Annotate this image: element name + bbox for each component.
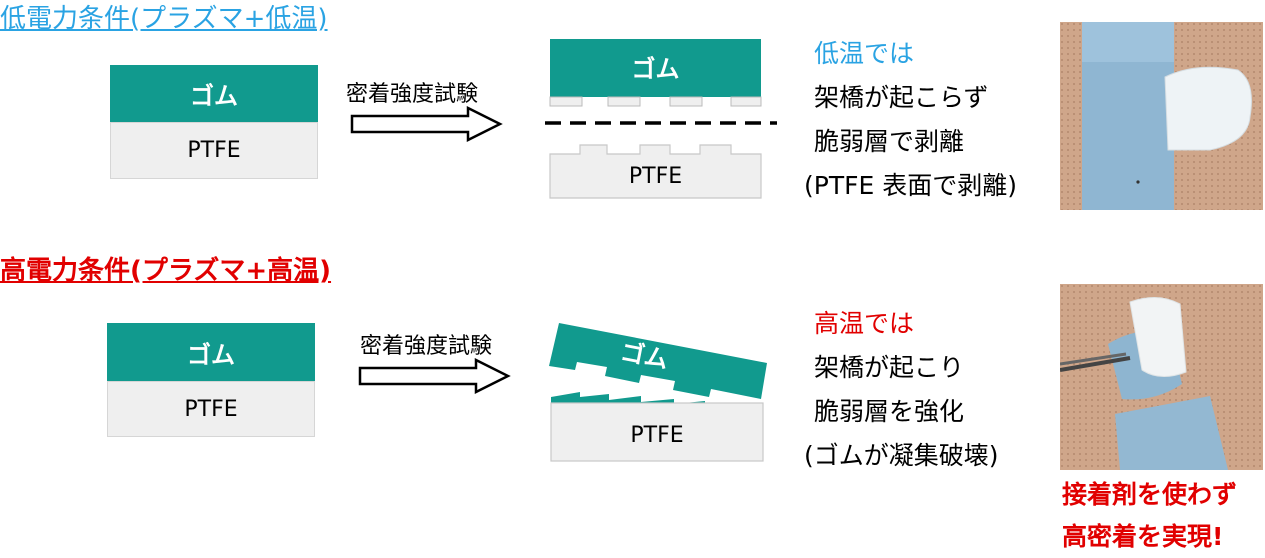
high-after-ptfe-label: PTFE	[630, 422, 684, 448]
high-after-diagram	[549, 323, 767, 462]
high-desc-line-1: 高温では	[814, 309, 915, 338]
high-power-title: 高電力条件(プラズマ+高温)	[0, 256, 332, 286]
high-test-arrow-icon	[358, 358, 511, 394]
low-power-title: 低電力条件(プラズマ+低温)	[0, 4, 328, 34]
high-description: 高温では 架橋が起こり 脆弱層を強化 (ゴムが凝集破壊)	[804, 302, 999, 478]
high-after-rubber-block	[549, 323, 767, 399]
low-after-ptfe-label: PTFE	[628, 163, 683, 189]
high-desc-line-3: 脆弱層を強化	[814, 397, 965, 426]
low-test-arrow-icon	[350, 106, 503, 142]
result-text: 接着剤を使わず 高密着を実現!	[1062, 474, 1237, 558]
high-desc-line-2: 架橋が起こり	[814, 353, 965, 382]
result-line-1: 接着剤を使わず	[1062, 480, 1238, 509]
low-after-rubber-label: ゴム	[631, 55, 680, 83]
low-rubber-layer: ゴム	[110, 65, 318, 122]
high-test-label: 密着強度試験	[360, 334, 493, 359]
low-after-ptfe-block	[549, 144, 762, 199]
result-line-2: 高密着を実現!	[1062, 522, 1224, 551]
high-desc-line-4: (ゴムが凝集破壊)	[804, 441, 999, 470]
low-after-diagram	[545, 39, 777, 199]
low-ptfe-layer: PTFE	[110, 122, 318, 179]
low-desc-line-3: 脆弱層で剥離	[814, 127, 965, 156]
low-desc-line-1: 低温では	[814, 39, 915, 68]
high-ptfe-layer: PTFE	[107, 381, 315, 437]
high-sample-photo	[1060, 284, 1263, 470]
low-after-rubber-block	[550, 39, 761, 97]
low-desc-line-4: (PTFE 表面で剥離)	[804, 171, 1017, 200]
low-test-label: 密着強度試験	[346, 82, 479, 107]
high-after-ptfe-block	[550, 402, 764, 462]
low-sample-photo	[1060, 22, 1263, 210]
high-rubber-layer: ゴム	[107, 323, 315, 381]
low-desc-line-2: 架橋が起こらず	[814, 83, 989, 112]
low-description: 低温では 架橋が起こらず 脆弱層で剥離 (PTFE 表面で剥離)	[804, 32, 1017, 208]
